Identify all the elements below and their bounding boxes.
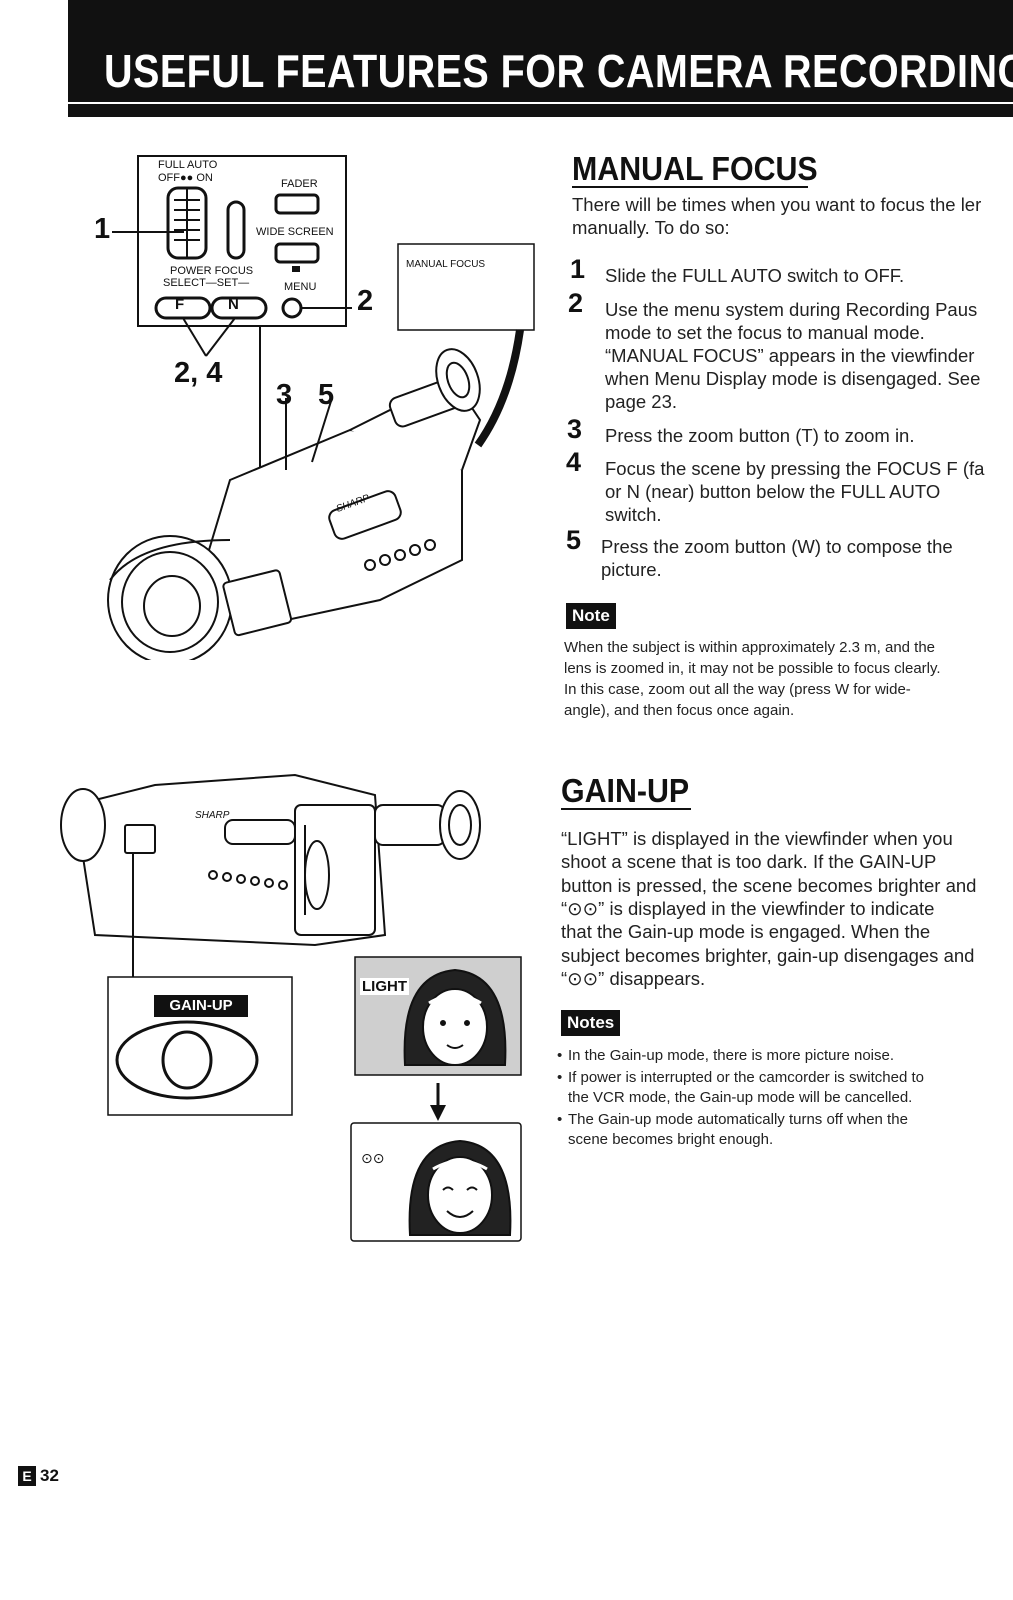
- full-auto-label: FULL AUTO: [158, 159, 218, 171]
- viewfinder-pointer: [474, 329, 524, 448]
- step-text-line: “MANUAL FOCUS” appears in the viewfinder: [605, 345, 975, 366]
- language-badge: E: [18, 1466, 36, 1486]
- step-number: 4: [566, 447, 582, 477]
- step-text-line: page 23.: [605, 391, 678, 412]
- note-line: In this case, zoom out all the way (pres…: [564, 681, 911, 698]
- wide-screen-button-icon: [274, 242, 320, 264]
- step-text-line: Slide the FULL AUTO switch to OFF.: [605, 265, 905, 286]
- notes-line: If power is interrupted or the camcorder…: [568, 1069, 924, 1086]
- step-text-line: when Menu Display mode is disengaged. Se…: [605, 368, 981, 389]
- gain-up-body-line: “⊙⊙” disappears.: [561, 967, 706, 989]
- note-bullet: •: [557, 1111, 563, 1128]
- off-on-label: OFF●● ON: [158, 172, 213, 184]
- note-bullet: •: [557, 1069, 563, 1086]
- step-number: 1: [570, 254, 586, 284]
- wide-screen-label: WIDE SCREEN: [256, 226, 334, 238]
- viewfinder-box: [397, 243, 535, 331]
- step-text-line: picture.: [601, 559, 662, 580]
- notes-line: The Gain-up mode automatically turns off…: [568, 1111, 908, 1128]
- gain-up-heading: GAIN-UP: [561, 772, 690, 809]
- gain-up-body-line: “⊙⊙” is displayed in the viewfinder to i…: [561, 897, 935, 919]
- gain-up-illustration: [60, 773, 522, 1242]
- gain-up-indicator: ⊙⊙: [361, 1150, 385, 1166]
- notes-badge: Notes: [561, 1010, 621, 1036]
- fader-button-icon: [274, 193, 320, 215]
- step-text-line: Focus the scene by pressing the FOCUS F …: [605, 458, 985, 479]
- callout-5: 5: [318, 379, 335, 411]
- manual-focus-intro-line: There will be times when you want to foc…: [572, 194, 982, 215]
- page-number: 32: [40, 1466, 59, 1485]
- step-text-line: Press the zoom button (T) to zoom in.: [605, 425, 915, 446]
- gain-up-body-line: “LIGHT” is displayed in the viewfinder w…: [561, 828, 953, 849]
- step-text-line: or N (near) button below the FULL AUTO: [605, 481, 941, 502]
- camcorder-icon: [107, 348, 482, 660]
- dial-icon: [226, 200, 246, 260]
- note-line: angle), and then focus once again.: [564, 702, 795, 719]
- gain-up-body-line: subject becomes brighter, gain-up diseng…: [561, 944, 975, 966]
- callout-2: 2: [357, 285, 374, 317]
- note-bullet: •: [557, 1047, 563, 1064]
- focus-f-label: F: [175, 296, 185, 313]
- gain-up-body-line: shoot a scene that is too dark. If the G…: [561, 851, 937, 873]
- step-number: 5: [566, 525, 582, 555]
- step-text-line: Use the menu system during Recording Pau…: [605, 299, 978, 320]
- callout-3: 3: [276, 379, 293, 411]
- step-text-line: mode to set the focus to manual mode.: [605, 322, 925, 343]
- manual-focus-intro-line: manually. To do so:: [572, 217, 730, 238]
- menu-button-icon: [281, 297, 303, 319]
- girl-face-dark-icon: [403, 968, 507, 1066]
- notes-line: scene becomes bright enough.: [568, 1131, 774, 1148]
- notes-line: In the Gain-up mode, there is more pictu…: [568, 1047, 895, 1064]
- header-bar: [68, 0, 1013, 102]
- focus-n-button-icon: [210, 296, 268, 320]
- manual-focus-heading-rule: [572, 186, 808, 188]
- viewfinder-manual-focus-text: MANUAL FOCUS: [406, 259, 486, 270]
- callout-2-4: 2, 4: [174, 357, 223, 389]
- arrow-down-icon: [430, 1105, 446, 1121]
- manual-focus-heading: MANUAL FOCUS: [572, 150, 818, 187]
- power-focus-label: POWER FOCUS: [170, 265, 254, 277]
- note-line: lens is zoomed in, it may not be possibl…: [564, 660, 941, 677]
- step-text-line: Press the zoom button (W) to compose the: [601, 536, 953, 557]
- notes-line: the VCR mode, the Gain-up mode will be c…: [568, 1089, 913, 1106]
- gain-up-body-line: button is pressed, the scene becomes bri…: [561, 874, 977, 896]
- gain-up-button-label: GAIN-UP: [169, 997, 233, 1014]
- select-set-label: SELECT—SET—: [163, 277, 250, 289]
- step-text-line: switch.: [605, 504, 662, 525]
- step-number: 2: [568, 288, 584, 318]
- camcorder-side-icon: [60, 773, 481, 947]
- light-indicator: LIGHT: [360, 978, 409, 995]
- brand-logo-bottom: SHARP: [195, 810, 230, 821]
- manual-focus-illustration: [107, 155, 535, 660]
- page-title: USEFUL FEATURES FOR CAMERA RECORDING: [104, 45, 1013, 97]
- fader-label: FADER: [281, 178, 318, 190]
- note-line: When the subject is within approximately…: [564, 639, 936, 656]
- header-rule: [68, 104, 1013, 117]
- callout-1: 1: [94, 213, 111, 245]
- menu-label: MENU: [284, 281, 317, 293]
- gain-up-heading-rule: [561, 808, 691, 810]
- focus-n-label: N: [228, 296, 239, 313]
- note-badge: Note: [566, 603, 616, 629]
- girl-face-bright-icon: [408, 1139, 512, 1236]
- gain-up-body-line: that the Gain-up mode is engaged. When t…: [561, 921, 931, 943]
- step-number: 3: [567, 414, 583, 444]
